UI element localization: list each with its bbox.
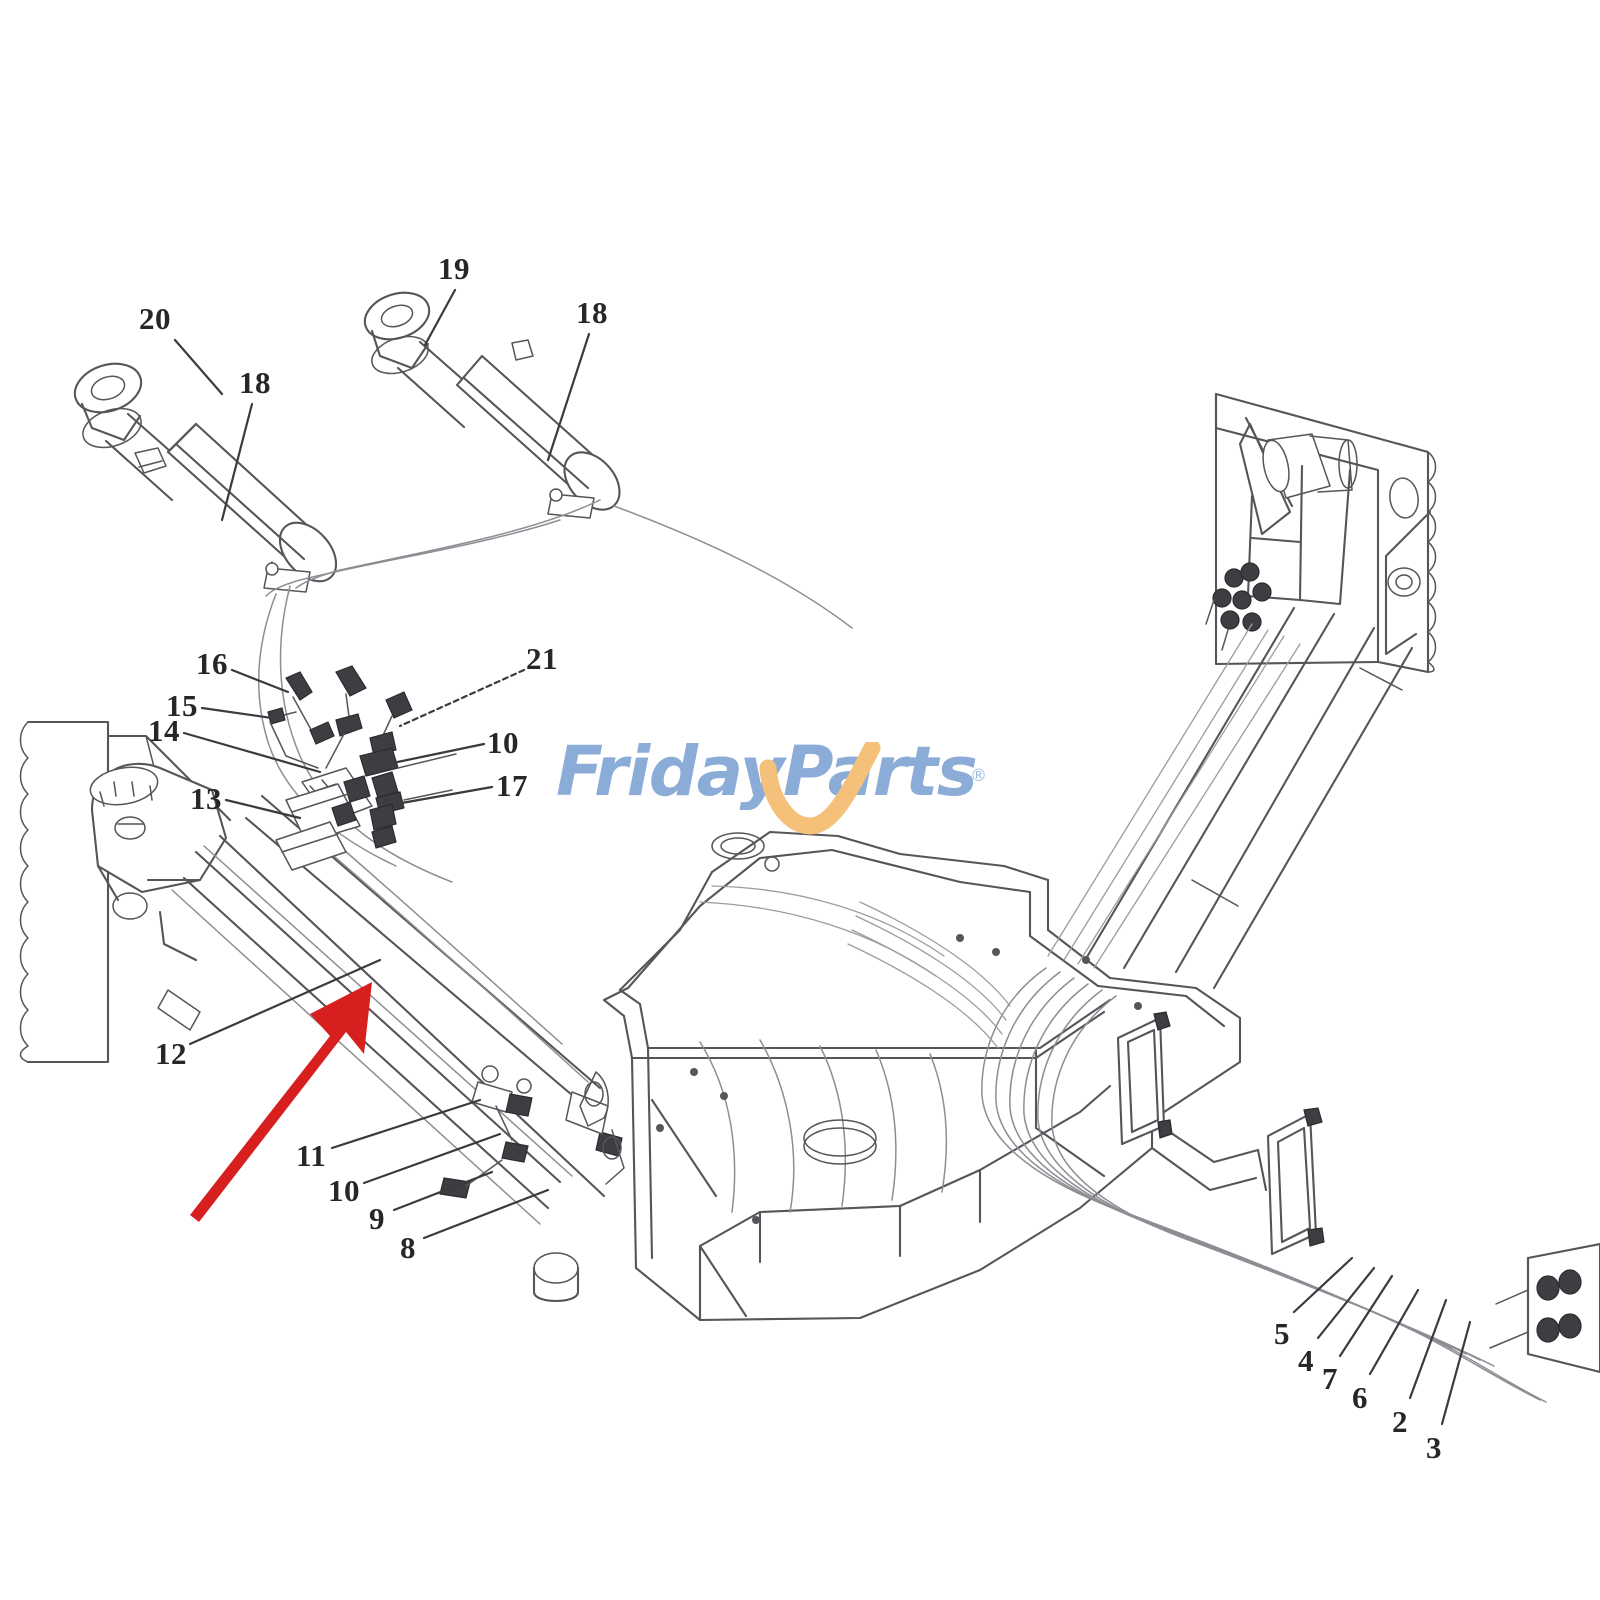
callout-15: 15	[166, 688, 198, 723]
hose-clamp-lower	[1266, 1107, 1325, 1256]
callout-16: 16	[196, 646, 228, 681]
hose-clamp-upper	[1116, 1011, 1173, 1146]
callout-leader-lines	[173, 288, 1472, 1426]
callout-18-left: 18	[239, 365, 271, 400]
callout-12: 12	[155, 1036, 187, 1071]
callout-3: 3	[1426, 1430, 1442, 1465]
callout-8: 8	[400, 1230, 416, 1265]
hose-fitting-bundle	[1205, 562, 1272, 651]
callout-11: 11	[296, 1138, 327, 1173]
hose-bundle	[699, 885, 1547, 1403]
callout-5: 5	[1274, 1316, 1290, 1351]
callout-10-upper: 10	[487, 725, 519, 760]
callout-10-lower: 10	[328, 1173, 360, 1208]
callout-18-right: 18	[576, 295, 608, 330]
annotation-arrow	[190, 982, 372, 1222]
frame-left-bracket	[579, 1071, 625, 1185]
left-mounting-plate	[19, 720, 232, 1064]
hydraulic-cylinder-left	[73, 362, 338, 593]
callout-14: 14	[148, 713, 180, 748]
callout-9: 9	[369, 1201, 385, 1236]
right-manifold-block	[1489, 1242, 1600, 1374]
callout-6: 6	[1352, 1380, 1368, 1415]
callout-2: 2	[1392, 1404, 1408, 1439]
boom-foot-plate	[1205, 392, 1437, 674]
boom-arm-right	[1047, 606, 1414, 990]
callout-20: 20	[139, 301, 171, 336]
valve-block-assembly	[267, 665, 457, 871]
callout-17: 17	[496, 768, 528, 803]
callout-4: 4	[1298, 1343, 1314, 1378]
callout-19: 19	[438, 251, 470, 286]
main-frame-chassis	[532, 830, 1268, 1322]
boom-arm-left	[157, 794, 606, 1225]
callout-13: 13	[190, 781, 222, 816]
callout-21: 21	[526, 641, 558, 676]
hydraulic-cylinder-right	[363, 291, 621, 519]
cylinder-hose-lines	[257, 499, 853, 883]
callout-7: 7	[1322, 1361, 1338, 1396]
